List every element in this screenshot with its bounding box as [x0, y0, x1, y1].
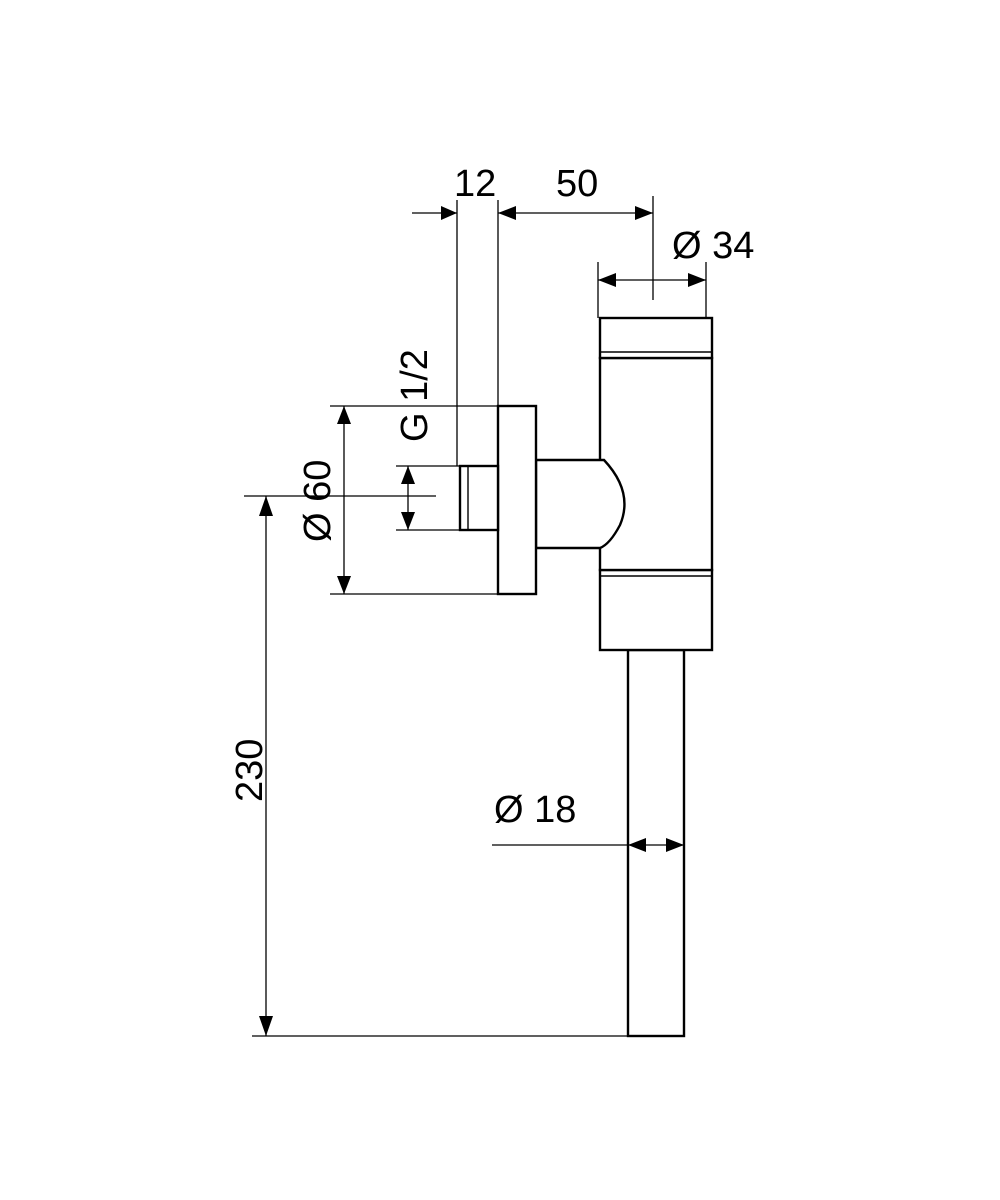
side-connector: [534, 458, 626, 550]
label-12: 12: [454, 163, 496, 205]
wall-flange: [496, 404, 538, 596]
dimension-labels: 12 50 Ø 34 G 1/2 Ø 60 230 Ø 18: [229, 163, 754, 831]
label-230: 230: [229, 739, 271, 802]
valve-part: [458, 316, 714, 1038]
label-diameter-34: Ø 34: [672, 225, 754, 267]
label-50: 50: [556, 163, 598, 205]
label-thread: G 1/2: [394, 349, 436, 442]
label-diameter-18: Ø 18: [494, 789, 576, 831]
valve-body: [598, 356, 714, 572]
label-diameter-60: Ø 60: [297, 460, 339, 542]
lower-collar: [598, 568, 714, 652]
threaded-nipple: [458, 464, 500, 532]
dimension-lines: [244, 196, 707, 1037]
